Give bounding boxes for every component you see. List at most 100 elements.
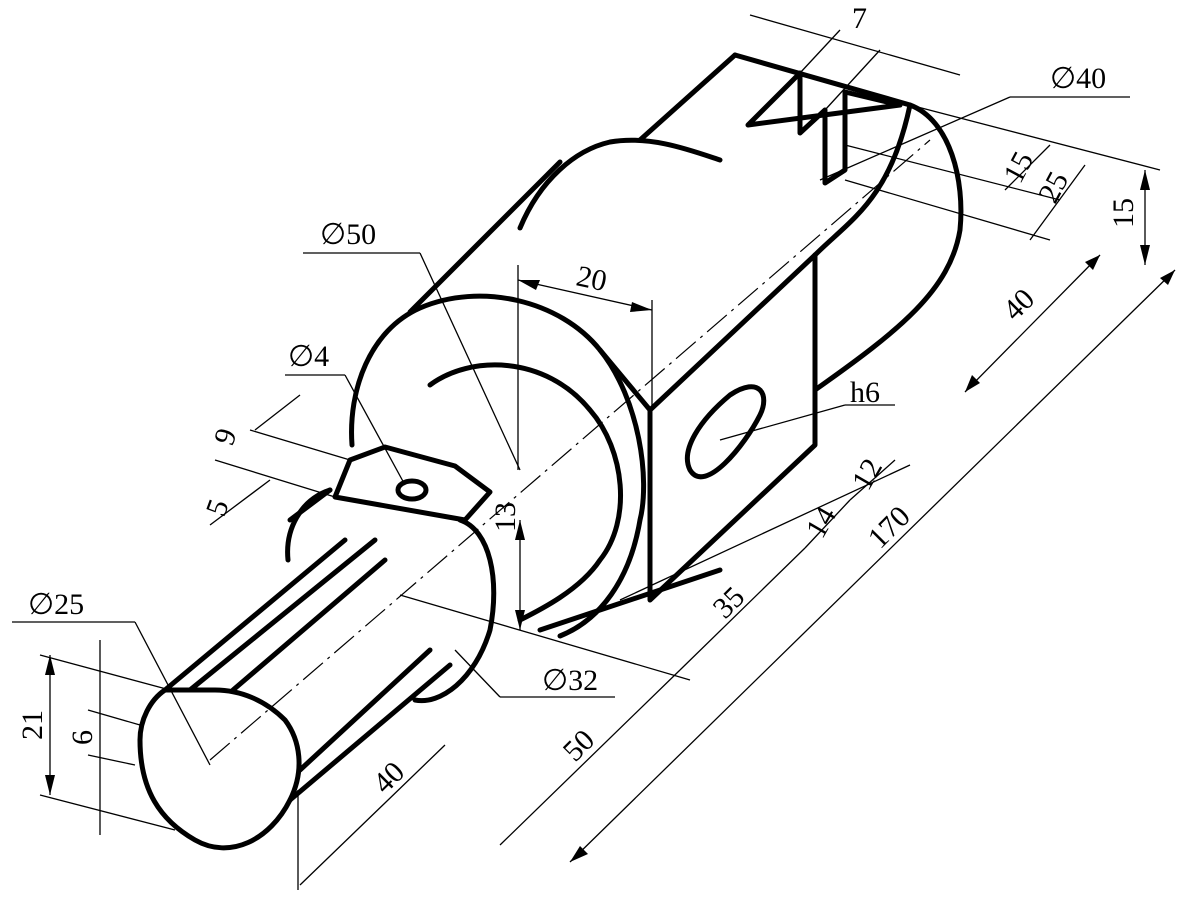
middle-cylinder-face [427, 362, 624, 623]
neck-top-edge [287, 487, 333, 523]
large-cylinder-back-arc [517, 137, 723, 231]
dim-35-line [679, 547, 806, 671]
dim-dia25-leader [134, 621, 211, 766]
dim-15right-ext [909, 104, 1161, 171]
dim-25-ext [844, 179, 1051, 241]
dim-dia50-leader [419, 252, 521, 471]
dim-slot-15 [1004, 144, 1051, 191]
part-outline [137, 52, 964, 851]
diameter-symbol: ∅ [28, 588, 54, 621]
neck-cylinder [285, 487, 497, 704]
spline-key-top [187, 537, 378, 693]
dim-value: 25 [54, 588, 84, 621]
dim-label-7: 7 [852, 2, 867, 35]
dim-label-dia32: ∅32 [542, 664, 598, 697]
dim-value: 4 [314, 340, 329, 373]
dim-5-line [209, 479, 271, 526]
spline-lower-edge [287, 662, 453, 803]
dim-label-h6: h6 [850, 376, 880, 409]
arrowhead [630, 302, 652, 312]
dim-15-ext [844, 144, 1061, 201]
dim-7-leg-2 [824, 49, 881, 111]
flat-face-oblong-hole [684, 384, 767, 480]
arrowhead [570, 846, 588, 862]
arrowhead [1140, 170, 1150, 190]
diameter-symbol: ∅ [1050, 62, 1076, 95]
spline-key-mid [230, 557, 388, 693]
block-top-edge [597, 347, 653, 413]
dim-9-ext-1 [249, 429, 351, 461]
dim-label-9: 9 [208, 424, 244, 449]
arrowhead [515, 610, 525, 630]
dim-dia4-leader [344, 374, 406, 486]
dim-label-dia50: ∅50 [320, 218, 376, 251]
dim-7-leg-1 [799, 29, 841, 74]
spline-shaft-end-face [137, 687, 302, 851]
dim-20-line [517, 279, 653, 311]
dim-ext-lower-2 [399, 594, 691, 681]
dim-label-6: 6 [66, 730, 99, 745]
dim-12-line [849, 459, 896, 501]
arrowhead [45, 655, 55, 675]
center-lines [209, 139, 931, 761]
dim-value: 32 [568, 664, 598, 697]
dim-ext-lower-1 [619, 464, 911, 601]
main-axis [209, 139, 931, 761]
arrowhead [965, 375, 980, 392]
rear-cylinder-top-edge [637, 52, 738, 143]
large-cylinder-top-edge [407, 159, 563, 315]
dim-dia40-leader [819, 96, 1011, 181]
arrowhead [1085, 255, 1100, 270]
diameter-symbol: ∅ [320, 218, 346, 251]
dim-label-40-bottom: 40 [367, 755, 412, 800]
pin-hole [395, 478, 429, 502]
arrowheads [45, 170, 1175, 862]
dim-6-ext-bot [87, 754, 136, 766]
rear-top-profile [732, 52, 913, 108]
dim-6-ext-top [87, 709, 141, 726]
dim-7-ext-1 [749, 14, 961, 76]
dim-170-line [569, 269, 1176, 863]
dim-dia32-leader [454, 649, 501, 698]
dim-label-40-right: 40 [997, 282, 1042, 327]
dim-label-12: 12 [845, 453, 889, 495]
dim-label-170: 170 [862, 500, 917, 555]
diameter-symbol: ∅ [288, 340, 314, 373]
flat-block-face [647, 252, 818, 603]
spline-lower-key [297, 647, 433, 773]
arrowhead [515, 520, 525, 540]
dim-label-13: 13 [489, 502, 522, 532]
dim-label-15-slot: 15 [997, 146, 1040, 188]
dim-label-14: 14 [799, 501, 843, 543]
dim-label-21: 21 [16, 710, 49, 740]
dim-label-50-bottom: 50 [557, 723, 602, 768]
arrowhead [45, 775, 55, 795]
diameter-symbol: ∅ [542, 664, 568, 697]
dimension-labels: 7 ∅40 15 25 15 40 ∅50 20 ∅4 9 5 13 h6 12… [16, 2, 1140, 800]
dim-label-dia25: ∅25 [28, 588, 84, 621]
dim-9-ext-2 [214, 459, 336, 498]
rear-cylinder-end [812, 102, 964, 393]
dim-label-5: 5 [200, 495, 236, 520]
dim-9-line [254, 394, 301, 431]
dim-14-line [804, 499, 851, 549]
dim-label-15-right: 15 [1107, 198, 1140, 228]
dim-40bottom-line [299, 744, 446, 886]
dim-value: 40 [1076, 62, 1106, 95]
dim-label-35: 35 [707, 580, 752, 625]
dim-50bottom-line [499, 669, 681, 846]
spline-top-edge [162, 537, 348, 693]
large-cylinder-bottom-edge [537, 567, 723, 633]
dim-label-dia4: ∅4 [288, 340, 329, 373]
dim-21-ext-top [39, 654, 171, 691]
dim-label-dia40: ∅40 [1050, 62, 1106, 95]
dim-label-20: 20 [574, 260, 610, 299]
dim-slot-25 [1029, 164, 1086, 241]
arrowhead [1160, 270, 1175, 285]
arrowhead [518, 280, 540, 290]
dim-21-ext-bot [39, 794, 176, 831]
dim-40right-line [964, 254, 1101, 393]
dim-label-25: 25 [1032, 166, 1075, 208]
arrowhead [1140, 245, 1150, 265]
